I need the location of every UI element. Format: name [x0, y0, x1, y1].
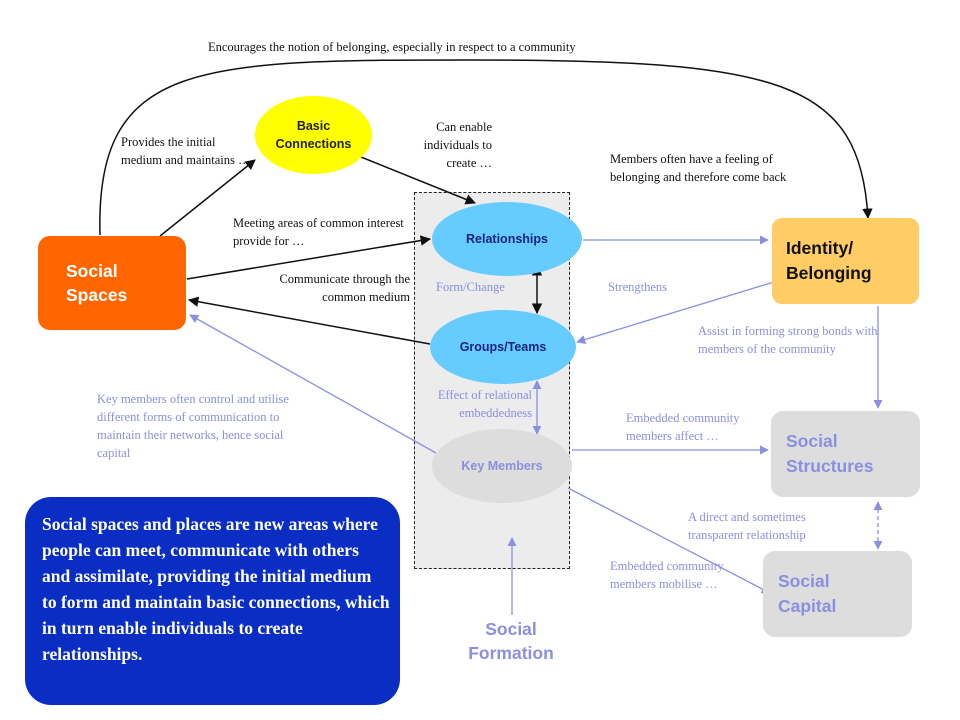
basic-connections-node: Basic Connections — [255, 96, 372, 174]
arrow-basic-to-relationships — [355, 154, 476, 205]
social-capital-label: Social Capital — [778, 571, 837, 616]
groups-teams-node: Groups/Teams — [430, 310, 576, 384]
summary-box: Social spaces and places are new areas w… — [25, 497, 400, 705]
key-members-control-label: Key members often control and utilise di… — [97, 392, 289, 460]
social-formation-label: Social Formation — [468, 619, 554, 663]
social-spaces-node: Social Spaces — [38, 236, 186, 330]
arrow-spaces-to-basic — [159, 159, 256, 237]
identity-belonging-label: Identity/ Belonging — [786, 238, 872, 283]
social-capital-node: Social Capital — [763, 551, 912, 637]
form-change-label: Form/Change — [436, 280, 505, 294]
arrow-identity-to-groups — [576, 281, 775, 344]
relationships-label: Relationships — [466, 232, 548, 246]
provides-initial-label: Provides the initial medium and maintain… — [121, 135, 251, 167]
assist-forming-label: Assist in forming strong bonds with memb… — [698, 324, 878, 356]
identity-belonging-node: Identity/ Belonging — [772, 218, 919, 304]
embedded-affect-label: Embedded community members affect … — [626, 411, 740, 443]
groups-teams-label: Groups/Teams — [459, 340, 547, 354]
can-enable-label: Can enable individuals to create … — [423, 120, 492, 170]
summary-text: Social spaces and places are new areas w… — [42, 514, 390, 664]
meeting-areas-label: Meeting areas of common interest provide… — [233, 216, 404, 248]
arrow-groups-to-spaces — [187, 296, 431, 345]
strengthens-label: Strengthens — [608, 280, 668, 294]
communicate-through-label: Communicate through the common medium — [279, 272, 410, 304]
embedded-mobilise-label: Embedded community members mobilise … — [610, 559, 724, 591]
social-spaces-label: Social Spaces — [66, 261, 128, 305]
top-arc-label: Encourages the notion of belonging, espe… — [208, 40, 576, 54]
arrow-spaces-to-identity-arc — [99, 59, 873, 236]
arrow-key-members-to-spaces — [189, 314, 437, 454]
members-feeling-label: Members often have a feeling of belongin… — [610, 152, 787, 184]
relationships-node: Relationships — [432, 202, 582, 276]
social-structures-node: Social Structures — [771, 411, 920, 497]
basic-connections-label: Basic Connections — [275, 119, 352, 151]
effect-relational-label: Effect of relational embeddedness — [437, 388, 532, 420]
direct-relationship-label: A direct and sometimes transparent relat… — [688, 510, 806, 542]
key-members-label: Key Members — [461, 459, 543, 473]
arrow-spaces-to-relationships — [186, 235, 432, 280]
arrow-key-members-to-capital — [567, 487, 771, 594]
key-members-node: Key Members — [432, 429, 572, 503]
social-structures-label: Social Structures — [786, 431, 874, 476]
